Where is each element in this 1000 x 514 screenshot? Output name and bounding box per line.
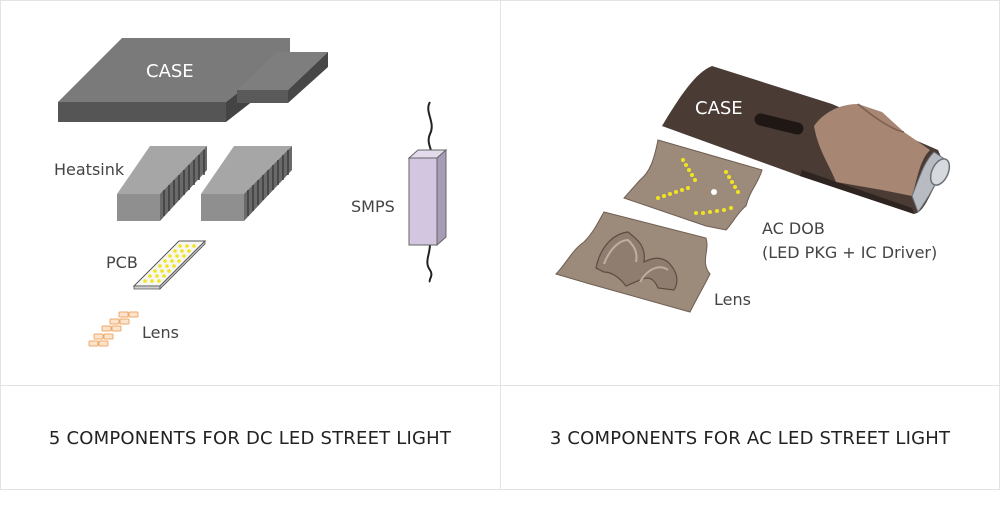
ac-dob-detail-label: (LED PKG + IC Driver) [762, 243, 937, 262]
dc-case-label: CASE [146, 61, 194, 82]
pcb-label: PCB [106, 253, 138, 272]
dc-caption: 5 COMPONENTS FOR DC LED STREET LIGHT [48, 427, 452, 449]
dc-components-diagram: CASE [0, 0, 500, 385]
pcb-board [132, 240, 207, 290]
ac-dob-board [623, 139, 763, 231]
ac-lens-plate [555, 211, 711, 313]
dc-lens-pieces [88, 311, 139, 347]
ac-components-diagram: CASE AC DOB (LED PKG + IC Driver) [500, 0, 1000, 385]
smps-label: SMPS [351, 197, 395, 216]
caption-divider [0, 385, 1000, 386]
ac-dob-label: AC DOB [762, 219, 825, 238]
ac-case: CASE [662, 66, 951, 214]
panel-divider [500, 0, 501, 490]
heatsink-label: Heatsink [54, 160, 125, 179]
heatsink-right [201, 146, 292, 221]
ac-case-label: CASE [695, 98, 743, 119]
smps-unit [407, 101, 448, 283]
dc-lens-label: Lens [142, 323, 179, 342]
dc-case: CASE [58, 38, 328, 122]
heatsink-left [117, 146, 207, 221]
ac-caption: 3 COMPONENTS FOR AC LED STREET LIGHT [549, 427, 951, 449]
ac-lens-label: Lens [714, 290, 751, 309]
